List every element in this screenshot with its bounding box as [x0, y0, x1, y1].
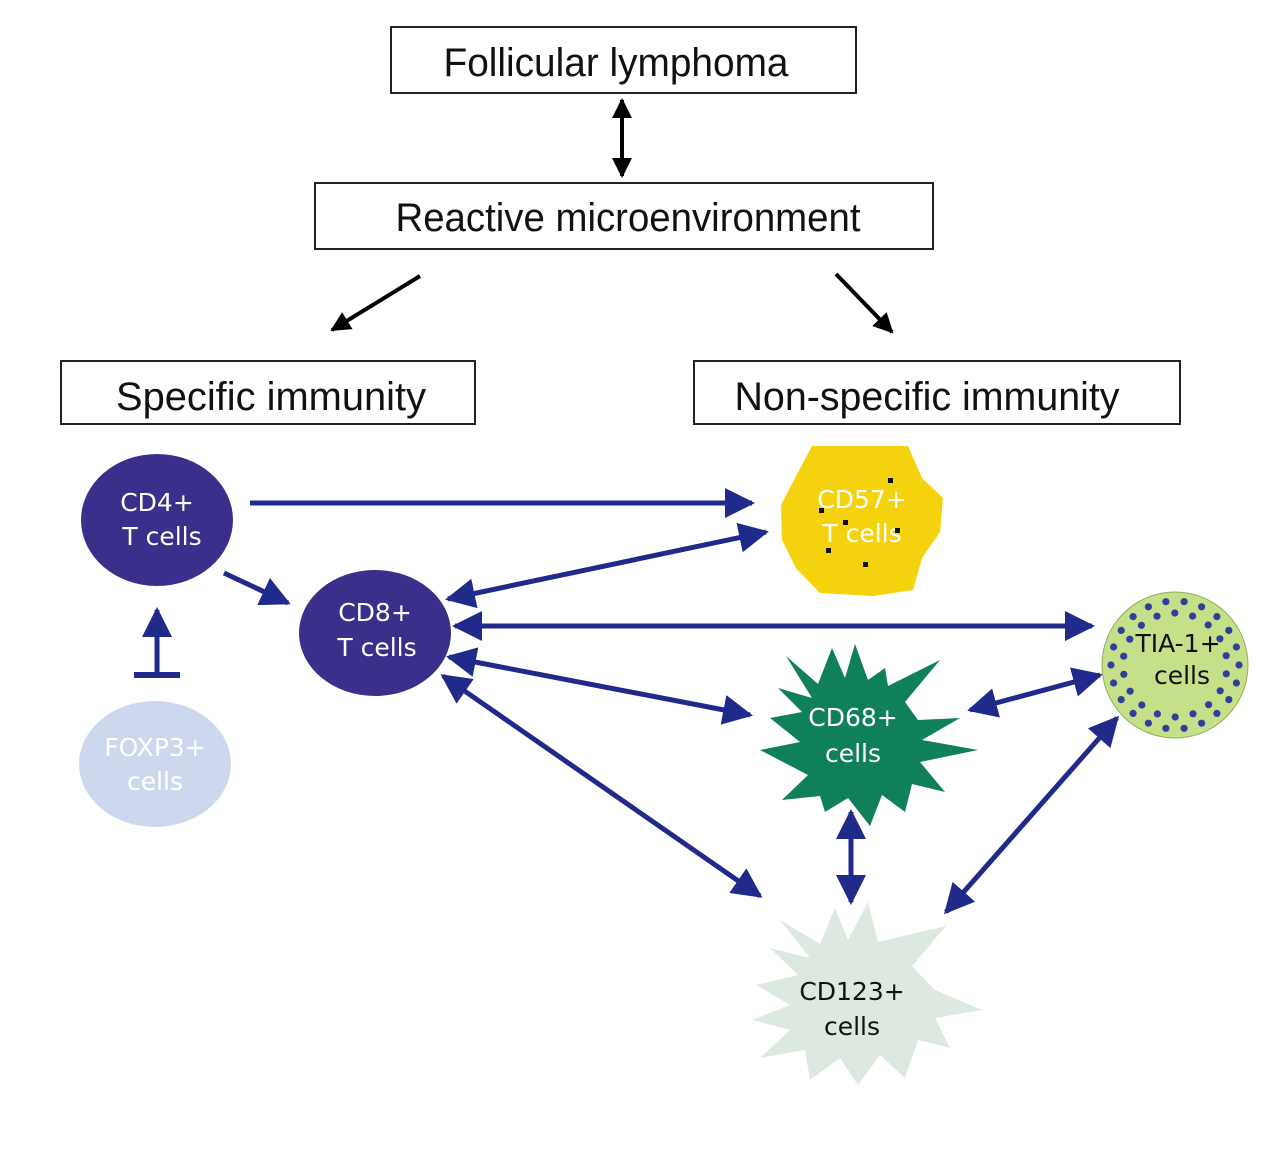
tia1-granule — [1171, 609, 1179, 617]
tia1-granule — [1110, 643, 1118, 651]
tia1-granule — [1144, 719, 1152, 727]
tia1-granule — [1162, 598, 1170, 606]
tia1-granule — [1117, 696, 1125, 704]
arrow-cd4-to-cd8 — [222, 570, 291, 606]
cd123-cell-body — [752, 902, 982, 1085]
cd57-label-line1: CD57+ — [817, 485, 906, 514]
tia1-label-line2: cells — [1154, 661, 1210, 690]
to-specific-arrow — [330, 274, 422, 332]
arrow-cd8-cd123 — [440, 673, 763, 899]
cd68-label-line2: cells — [825, 739, 881, 768]
reactive-microenvironment-label: Reactive microenvironment — [396, 196, 861, 240]
follicular-lymphoma-box: Follicular lymphoma — [390, 26, 857, 94]
tia1-cell-body — [1101, 591, 1249, 739]
arrow-cd68-tia1 — [967, 667, 1103, 718]
cd123-label-line1: CD123+ — [799, 977, 904, 1006]
cd4-t-cell: CD4+ T cells — [81, 454, 233, 586]
tia1-granule — [1144, 603, 1152, 611]
tia1-granule — [1171, 713, 1179, 721]
relation-arrows — [222, 488, 1119, 915]
tia1-granule — [1232, 679, 1240, 687]
tia1-granule — [1235, 661, 1243, 669]
tia1-granule — [1216, 687, 1224, 695]
cd57-t-cell: CD57+ T cells — [781, 446, 943, 596]
tia1-granule — [1225, 626, 1233, 635]
tia1-granule — [1222, 652, 1230, 660]
foxp3-label-line2: cells — [127, 767, 183, 796]
tia1-granule — [1180, 598, 1188, 606]
tia1-granule — [1126, 635, 1134, 643]
tia1-label-line1: TIA-1+ — [1134, 629, 1220, 658]
cd68-label-line1: CD68+ — [808, 703, 897, 732]
tia1-granule — [1126, 687, 1134, 695]
tia1-granule — [1232, 643, 1240, 651]
tia1-granule — [1216, 635, 1224, 643]
follicular-lymphoma-label: Follicular lymphoma — [444, 41, 790, 85]
tia1-cell: TIA-1+ cells — [1101, 591, 1249, 739]
cd68-cell-body — [760, 644, 978, 826]
cd4-cell-body — [81, 454, 233, 586]
arrow-tia1-cd123 — [944, 715, 1119, 915]
cd123-label-line2: cells — [824, 1012, 880, 1041]
tia1-granule — [1189, 710, 1197, 718]
cd8-t-cell: CD8+ T cells — [299, 570, 451, 696]
cd8-label-line1: CD8+ — [338, 598, 412, 627]
tia1-granule — [1198, 719, 1206, 727]
tia1-granule — [1189, 612, 1197, 620]
tia1-granule — [1153, 710, 1161, 718]
tia1-granule — [1205, 701, 1213, 709]
tia1-granule — [1129, 613, 1137, 621]
tia1-granule — [1198, 603, 1206, 611]
tia1-granule — [1213, 613, 1221, 621]
cd68-cell: CD68+ cells — [760, 644, 978, 826]
tia1-granule — [1120, 670, 1128, 678]
tia1-granule — [1120, 652, 1128, 660]
cd4-label-line1: CD4+ — [120, 488, 194, 517]
foxp3-inhibition-marker — [134, 607, 180, 678]
tia1-granule — [1180, 724, 1188, 732]
reactive-microenvironment-box: Reactive microenvironment — [314, 182, 934, 250]
tia1-granule — [1213, 709, 1221, 718]
foxp3-label-line1: FOXP3+ — [104, 733, 206, 762]
arrow-cd8-cd57 — [445, 522, 769, 609]
to-non-specific-arrow — [834, 272, 894, 334]
tia1-granule — [1138, 701, 1146, 709]
cd57-label-line2: T cells — [821, 519, 901, 548]
specific-immunity-box: Specific immunity — [60, 360, 476, 425]
tia1-granule — [1137, 621, 1145, 629]
tia1-granule — [1117, 626, 1125, 635]
cd8-label-line2: T cells — [336, 633, 416, 662]
tia1-granule — [1204, 621, 1212, 629]
cd123-cell: CD123+ cells — [752, 902, 982, 1085]
cd57-cell-body — [781, 446, 943, 596]
tia1-granule — [1222, 670, 1230, 678]
specific-immunity-label: Specific immunity — [116, 375, 426, 419]
tia1-granule — [1107, 661, 1115, 669]
tia1-granule — [1110, 679, 1118, 687]
tia1-granule — [1225, 696, 1233, 704]
tia1-granule — [1153, 612, 1161, 620]
foxp3-cell: FOXP3+ cells — [79, 701, 231, 827]
cd8-cell-body — [299, 570, 451, 696]
arrow-cd8-cd68 — [446, 647, 753, 725]
foxp3-cell-body — [79, 701, 231, 827]
cd57-granules — [819, 478, 900, 567]
tia1-granule — [1129, 709, 1137, 718]
tia1-granules — [1107, 598, 1243, 732]
non-specific-immunity-label: Non-specific immunity — [735, 375, 1120, 419]
non-specific-immunity-box: Non-specific immunity — [693, 360, 1181, 425]
tia1-granule — [1162, 724, 1170, 732]
cd4-label-line2: T cells — [121, 522, 201, 551]
